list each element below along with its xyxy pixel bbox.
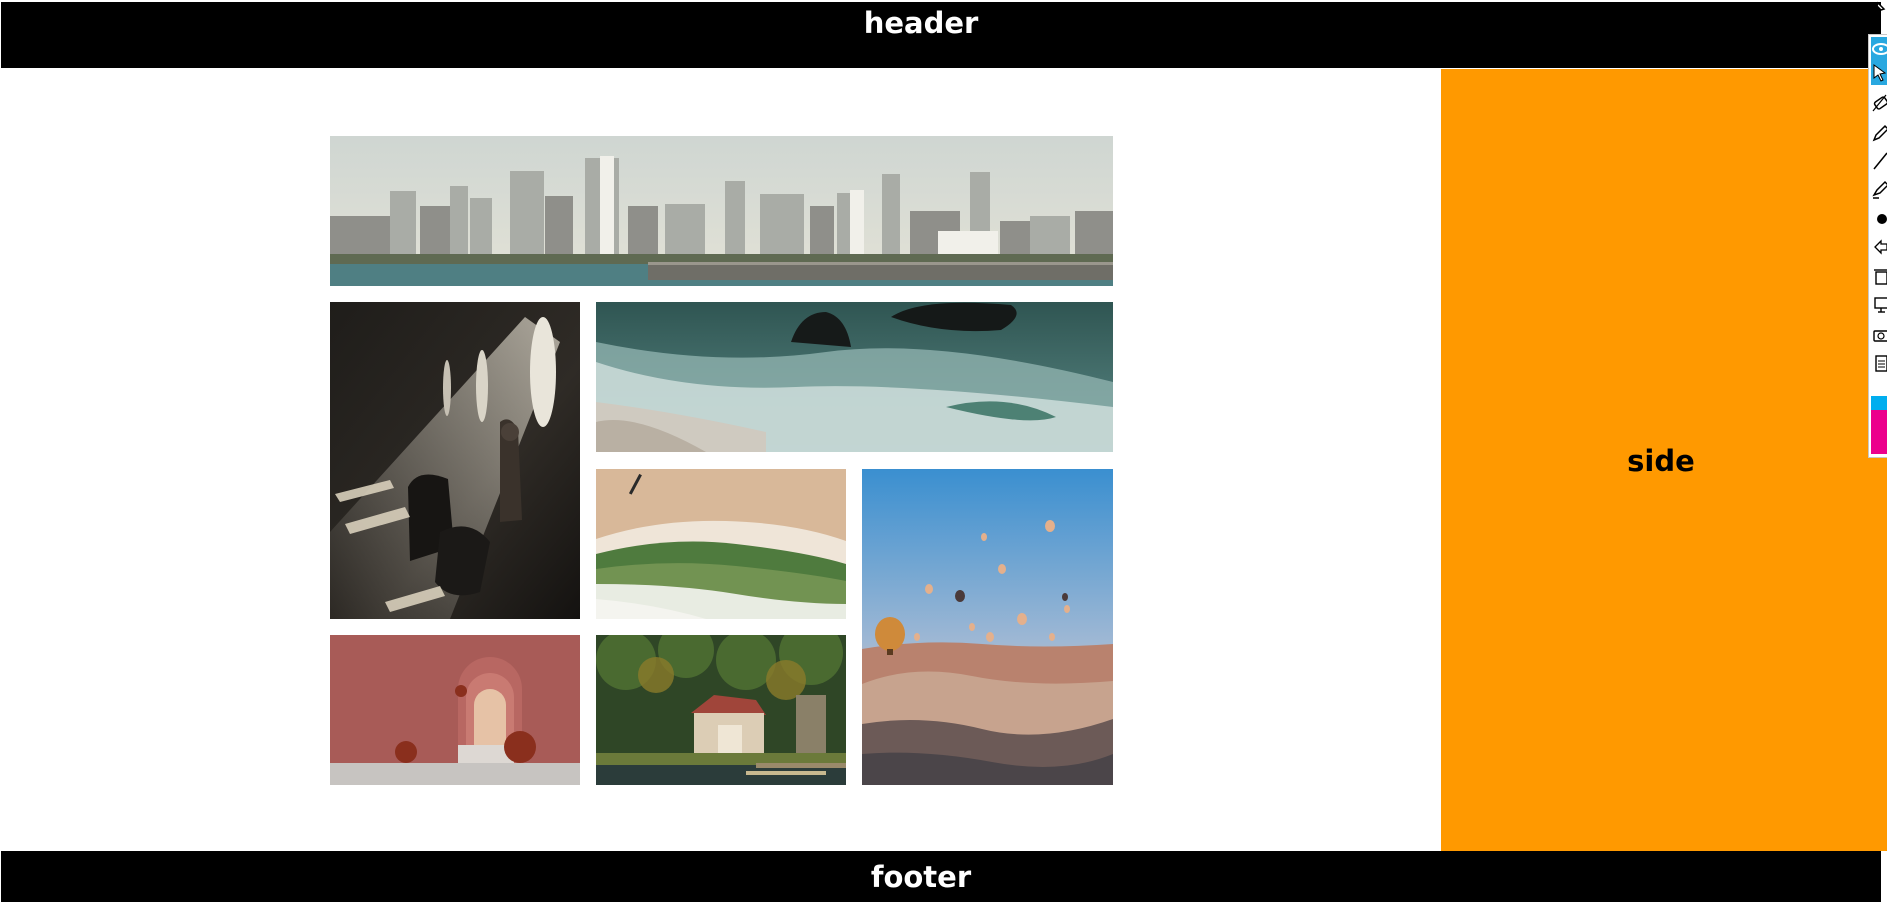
dot-icon[interactable]	[1871, 207, 1887, 231]
pencil-icon[interactable]	[1871, 121, 1887, 145]
trash-icon[interactable]	[1871, 264, 1887, 288]
highlighter-icon[interactable]	[1871, 177, 1887, 201]
pin-icon[interactable]	[1870, 0, 1887, 16]
pink-swatch[interactable]	[1871, 410, 1887, 454]
side-panel: side	[1441, 69, 1887, 851]
header-title: header	[863, 5, 979, 40]
eraser-icon[interactable]	[1871, 91, 1887, 115]
footer: footer	[1, 851, 1881, 902]
footer-title: footer	[870, 860, 972, 894]
pointer-icon[interactable]	[1871, 61, 1887, 85]
photo-aerial-beach[interactable]	[596, 469, 846, 619]
line-icon[interactable]	[1871, 149, 1887, 173]
photo-city-skyline[interactable]	[330, 136, 1113, 286]
undo-icon[interactable]	[1871, 235, 1887, 259]
photo-lakeside-house[interactable]	[596, 635, 846, 785]
eye-icon[interactable]	[1871, 37, 1887, 61]
side-title: side	[1627, 444, 1695, 478]
header: header	[1, 2, 1881, 68]
screen-icon[interactable]	[1871, 293, 1887, 317]
camera-icon[interactable]	[1871, 323, 1887, 347]
document-icon[interactable]	[1871, 352, 1887, 376]
photo-pink-arches[interactable]	[330, 635, 580, 785]
blue-swatch[interactable]	[1871, 396, 1887, 410]
image-gallery	[330, 136, 1113, 785]
photo-ocean-waves-rocks[interactable]	[596, 302, 1113, 452]
photo-hot-air-balloons[interactable]	[862, 469, 1113, 785]
drawing-toolbar	[1868, 34, 1887, 458]
photo-light-through-round-windows[interactable]	[330, 302, 580, 619]
